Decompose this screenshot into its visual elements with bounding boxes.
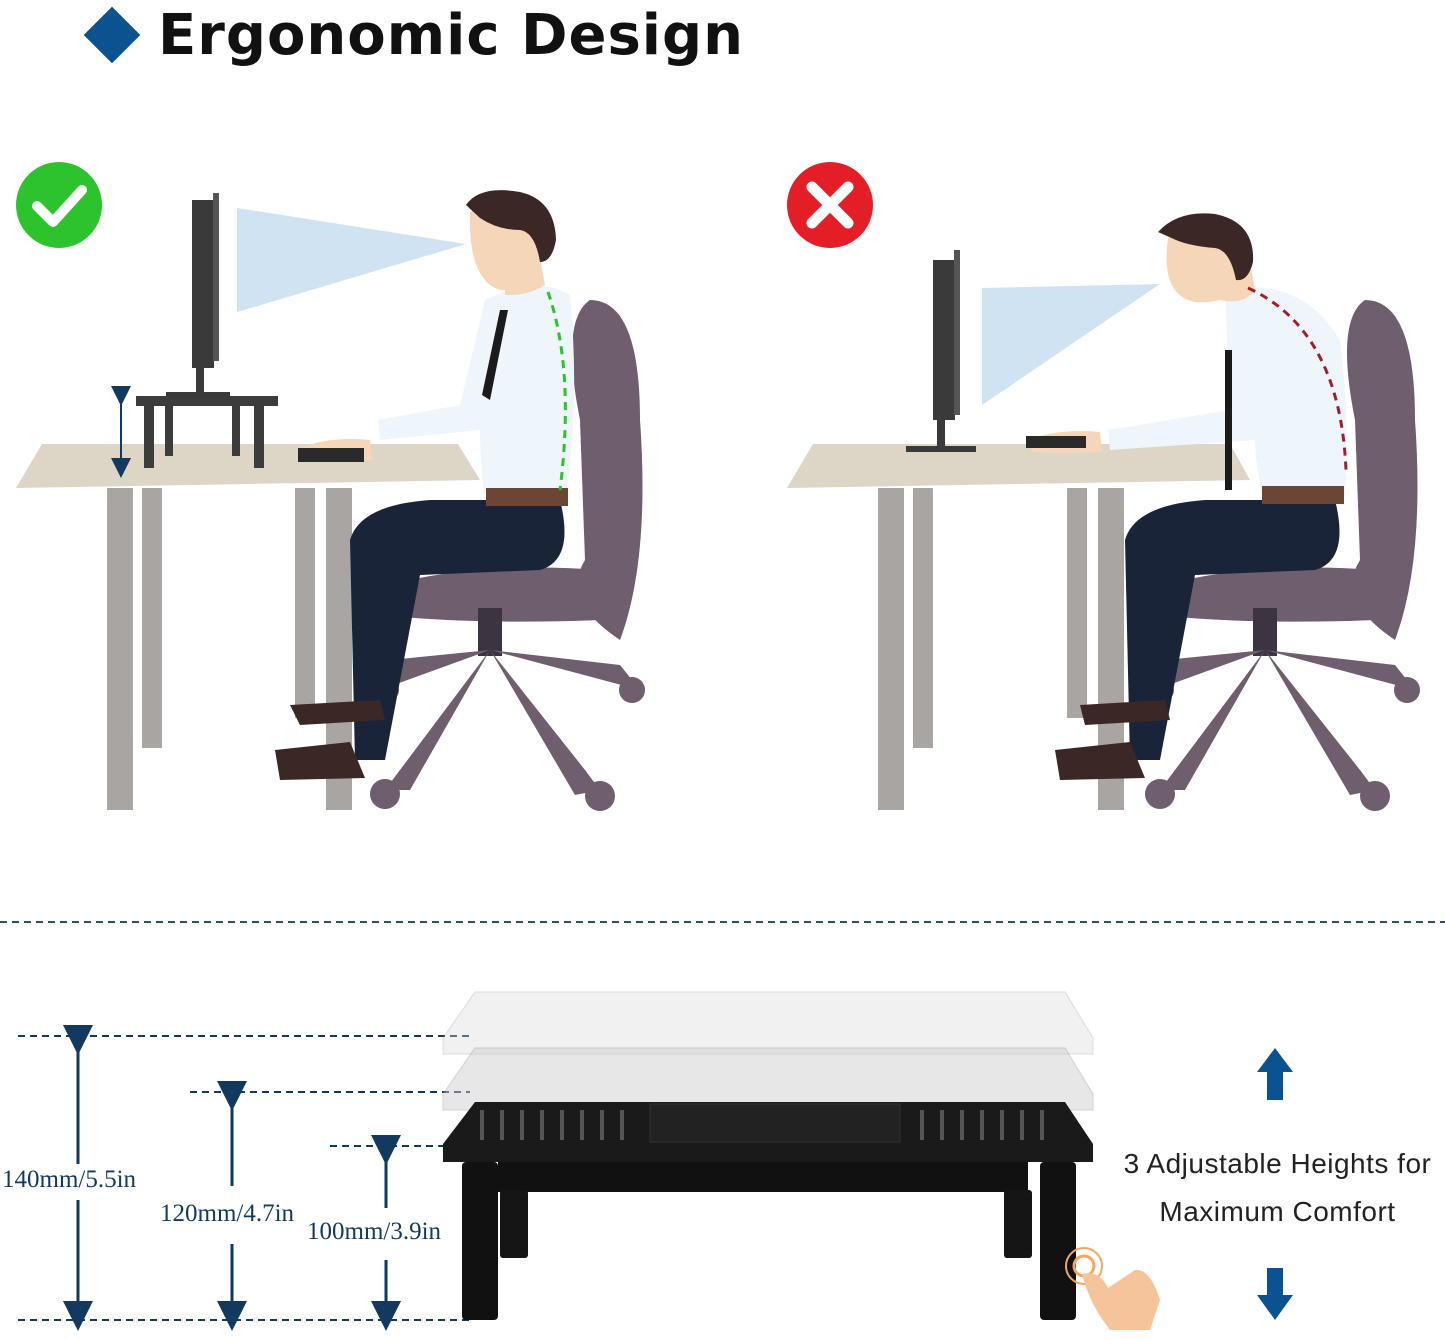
person-incorrect-posture xyxy=(1026,213,1348,780)
caption-line-2: Maximum Comfort xyxy=(1159,1196,1396,1227)
height-guides xyxy=(18,1025,470,1331)
monitor-riser-product xyxy=(442,991,1094,1320)
person-correct-posture xyxy=(275,190,575,780)
arrow-down-icon xyxy=(1257,1268,1293,1320)
monitor xyxy=(166,193,230,398)
checkmark-icon xyxy=(16,162,102,248)
monitor-stand xyxy=(111,386,278,478)
header: Ergonomic Design xyxy=(83,0,744,70)
height-label-100mm: 100mm/3.9in xyxy=(307,1218,442,1245)
desk xyxy=(787,444,1250,810)
height-label-120mm: 120mm/4.7in xyxy=(160,1200,295,1227)
monitor xyxy=(906,250,976,452)
page-title: Ergonomic Design xyxy=(158,2,744,68)
adjustable-heights-caption: 3 Adjustable Heights for Maximum Comfort xyxy=(1110,1140,1445,1236)
office-chair xyxy=(1145,300,1420,811)
office-chair xyxy=(370,300,645,811)
x-icon xyxy=(787,162,873,248)
desk xyxy=(16,444,480,810)
sightline xyxy=(982,284,1160,405)
arrow-up-icon xyxy=(1257,1048,1293,1100)
sightline xyxy=(237,208,466,312)
hand-press-icon xyxy=(1065,1247,1160,1330)
height-label-140mm: 140mm/5.5in xyxy=(2,1166,137,1193)
good-posture-scene xyxy=(16,162,645,811)
bad-posture-scene xyxy=(787,162,1420,811)
caption-line-1: 3 Adjustable Heights for xyxy=(1123,1148,1432,1179)
